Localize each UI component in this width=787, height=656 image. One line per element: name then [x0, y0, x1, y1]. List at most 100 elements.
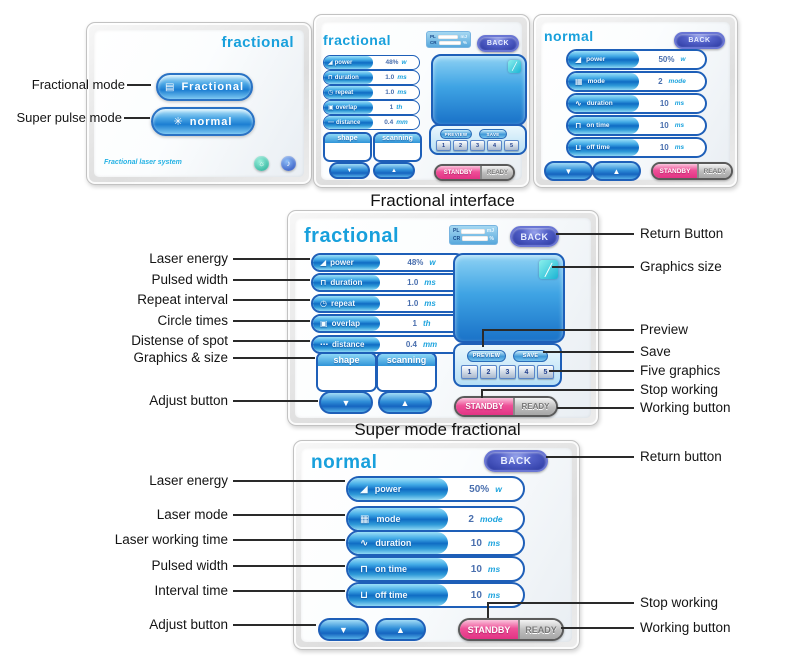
- standby-button[interactable]: STANDBY: [653, 164, 699, 178]
- duration-unit: ms: [397, 74, 407, 81]
- adjust-up-button[interactable]: ▲: [592, 161, 641, 181]
- back-button[interactable]: BACK: [674, 32, 725, 49]
- adjust-down-button[interactable]: ▼: [318, 618, 369, 641]
- graphic-slot-2[interactable]: 2: [453, 140, 468, 151]
- ready-button[interactable]: READY: [520, 620, 562, 639]
- graphic-slot-1[interactable]: 1: [436, 140, 451, 151]
- duration-icon: ∿: [575, 99, 582, 108]
- pl-label: PL: [430, 34, 436, 39]
- sound-badge-icon[interactable]: ♪: [281, 156, 296, 171]
- scanning-button[interactable]: scanning: [376, 352, 437, 392]
- off-time-label: off time: [374, 590, 408, 600]
- callout-line: [487, 602, 634, 604]
- on-time-label: on time: [374, 564, 407, 574]
- adjust-up-button[interactable]: ▲: [373, 162, 415, 179]
- preview-button[interactable]: PREVIEW: [467, 350, 506, 362]
- scanning-body: [378, 366, 435, 390]
- graphic-slot-2[interactable]: 2: [480, 365, 497, 379]
- shape-button[interactable]: shape: [323, 132, 372, 162]
- power-unit: w: [495, 484, 502, 494]
- down-arrow-icon: ▼: [346, 167, 353, 174]
- power-icon: ◢: [328, 60, 333, 66]
- param-row-power[interactable]: ◢power 48%w: [323, 55, 420, 70]
- ready-button[interactable]: READY: [699, 164, 731, 178]
- adjust-down-button[interactable]: ▼: [329, 162, 370, 179]
- cr-label: CR: [453, 235, 461, 242]
- preview-button[interactable]: PREVIEW: [440, 129, 472, 139]
- back-button[interactable]: BACK: [510, 226, 559, 247]
- graphics-size-chip[interactable]: ╱: [539, 260, 558, 279]
- graphic-slot-3[interactable]: 3: [470, 140, 485, 151]
- lamp-badge-icon[interactable]: ☼: [254, 156, 269, 171]
- graphic-slot-5[interactable]: 5: [537, 365, 554, 379]
- off-time-icon: ⊔: [575, 143, 582, 152]
- repeat-unit: ms: [397, 89, 407, 96]
- mj-label: mJ: [486, 228, 494, 235]
- graphic-slot-3[interactable]: 3: [499, 365, 516, 379]
- graphic-slot-5[interactable]: 5: [504, 140, 519, 151]
- off-time-value: 10: [470, 589, 482, 601]
- shape-label: shape: [325, 134, 370, 143]
- callout-line: [557, 407, 634, 409]
- back-button[interactable]: BACK: [477, 35, 519, 52]
- graphics-size-chip[interactable]: ╱: [508, 60, 521, 73]
- adjust-up-button[interactable]: ▲: [378, 391, 432, 414]
- param-row-power[interactable]: ◢power 48%w: [311, 253, 465, 272]
- overlap-value: 1: [412, 319, 417, 328]
- normal-mode-icon: ✳: [173, 116, 184, 128]
- power-icon: ◢: [320, 258, 327, 267]
- callout-line: [552, 266, 634, 268]
- callout-line: [561, 627, 634, 629]
- graphic-slot-1[interactable]: 1: [461, 365, 478, 379]
- power-icon: ◢: [360, 483, 368, 495]
- adjust-up-button[interactable]: ▲: [375, 618, 426, 641]
- meter-row-cr: CR%: [430, 40, 467, 45]
- adjust-down-button[interactable]: ▼: [319, 391, 373, 414]
- scanning-label: scanning: [375, 134, 420, 143]
- distance-icon: ⋯: [328, 120, 334, 126]
- callout-stop-working: Stop working: [640, 595, 719, 610]
- save-button[interactable]: SAVE: [479, 129, 507, 139]
- callout-line: [482, 331, 484, 347]
- duration-label: duration: [334, 74, 359, 81]
- power-unit: w: [429, 258, 436, 267]
- shape-button[interactable]: shape: [316, 352, 377, 392]
- graphic-slot-4[interactable]: 4: [518, 365, 535, 379]
- standby-button[interactable]: STANDBY: [460, 620, 520, 639]
- fractional-mode-button[interactable]: ▤ Fractional: [156, 73, 253, 101]
- param-row-power[interactable]: ◢power 50%w: [346, 476, 525, 502]
- scanning-button[interactable]: scanning: [373, 132, 422, 162]
- duration-unit: ms: [424, 278, 436, 287]
- graphic-slot-4[interactable]: 4: [487, 140, 502, 151]
- standby-button[interactable]: STANDBY: [456, 398, 515, 415]
- callout-line: [549, 370, 634, 372]
- callout-super-pulse-mode: Super pulse mode: [16, 110, 122, 125]
- repeat-icon: ◷: [328, 90, 334, 96]
- back-button[interactable]: BACK: [484, 450, 548, 472]
- callout-line: [233, 514, 345, 516]
- callout-line: [233, 320, 310, 322]
- adjust-down-button[interactable]: ▼: [544, 161, 593, 181]
- ready-button[interactable]: READY: [515, 398, 556, 415]
- save-button[interactable]: SAVE: [513, 350, 548, 362]
- standby-button[interactable]: STANDBY: [436, 166, 482, 179]
- param-row-power[interactable]: ◢power 50%w: [566, 49, 707, 70]
- ready-button[interactable]: READY: [482, 166, 513, 179]
- repeat-label: repeat: [335, 89, 354, 96]
- normal-mode-button[interactable]: ✳ normal: [151, 107, 255, 136]
